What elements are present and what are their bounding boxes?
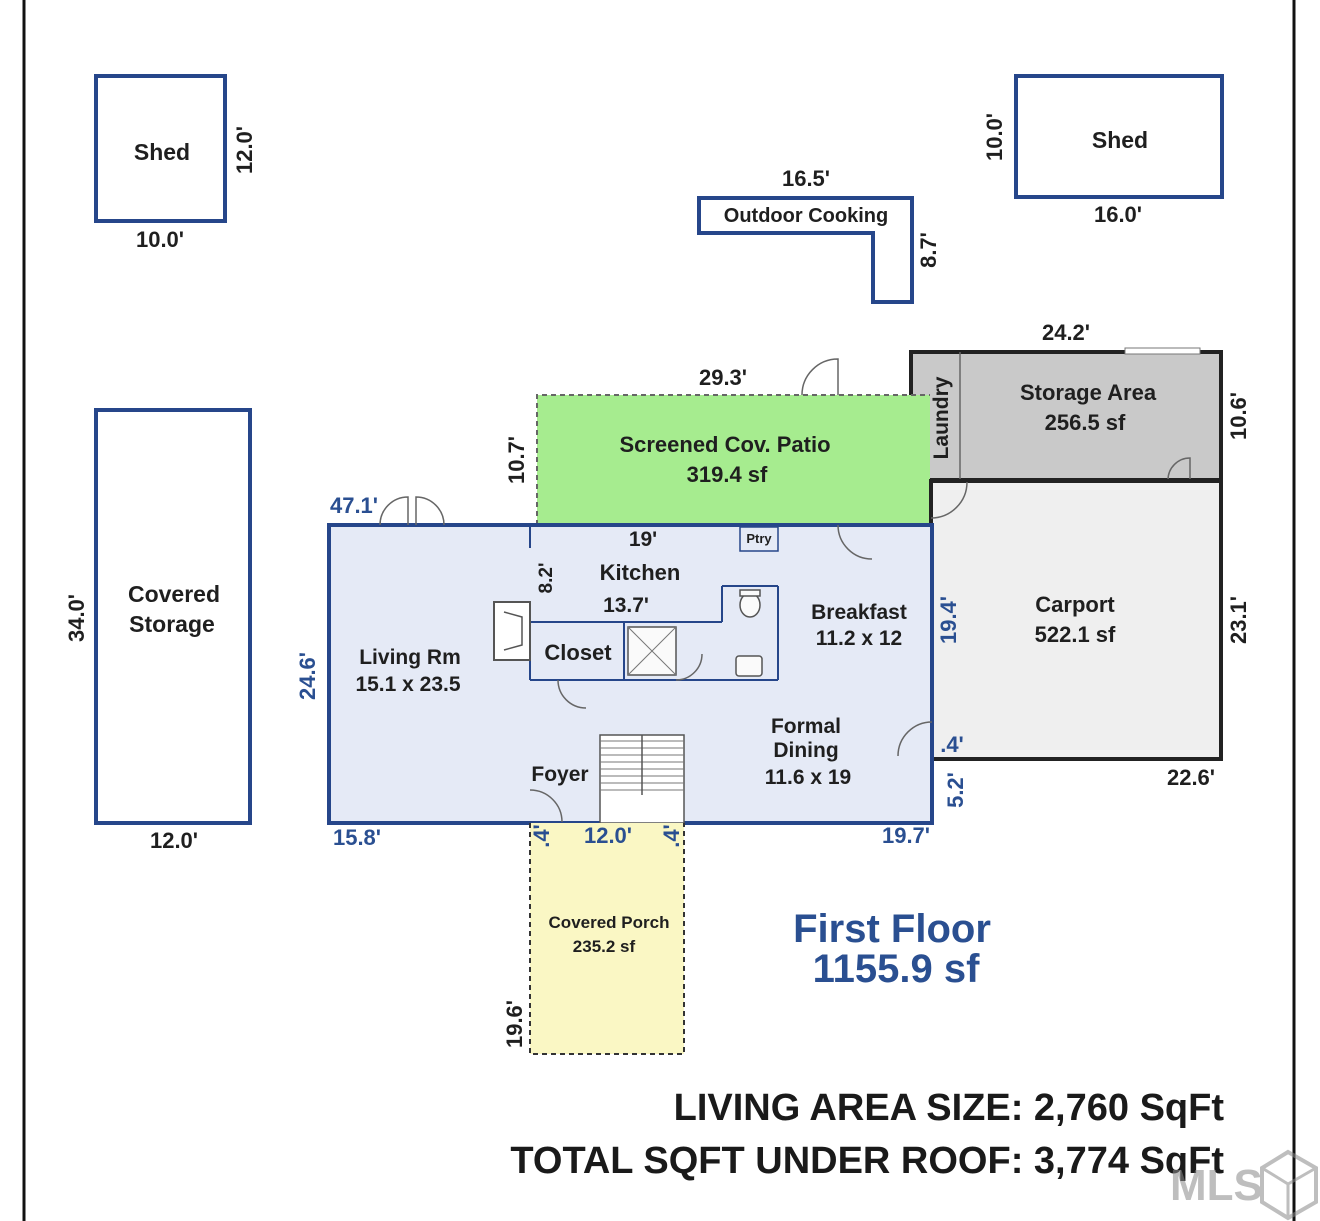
toilet-tank: [739, 589, 761, 597]
formal-dining-size: 11.6 x 19: [765, 766, 851, 789]
covered-storage: [94, 408, 252, 825]
covered-storage-label-2: Storage: [129, 611, 215, 637]
main-left-dim: 24.6': [295, 652, 320, 700]
kitchen-label: Kitchen: [600, 560, 681, 585]
shed-left-depth: 12.0': [232, 126, 257, 174]
shed-right-label: Shed: [1092, 127, 1148, 153]
laundry-label: Laundry: [930, 376, 953, 459]
covered-porch-side-left: .4': [529, 824, 554, 848]
total-roof-summary: TOTAL SQFT UNDER ROOF: 3,774 SqFt: [510, 1140, 1224, 1182]
screened-patio-label: Screened Cov. Patio: [619, 432, 830, 457]
carport-entry-door-icon: [897, 721, 933, 757]
covered-porch-sf: 235.2 sf: [573, 937, 636, 956]
living-door-right-icon: [415, 496, 445, 526]
main-right-small-dim: .4': [940, 732, 964, 757]
bath-door-icon: [675, 653, 703, 681]
shower-diag-b: [627, 626, 677, 676]
fireplace-hearth: [503, 611, 523, 651]
living-label: Living Rm: [359, 646, 461, 669]
covered-storage-depth: 34.0': [64, 594, 89, 642]
living-area-summary: LIVING AREA SIZE: 2,760 SqFt: [674, 1087, 1225, 1129]
formal-dining-label-2: Dining: [773, 739, 838, 762]
living-door-left-icon: [379, 496, 409, 526]
main-bottom-right-dim: 19.7': [882, 823, 930, 848]
shed-left-width: 10.0': [136, 227, 184, 252]
carport-sf: 522.1 sf: [1035, 622, 1116, 647]
patio-door-icon: [801, 358, 839, 396]
carport-width: 22.6': [1167, 765, 1215, 790]
storage-window: [1124, 347, 1201, 355]
covered-storage-width: 12.0': [150, 828, 198, 853]
kitchen-depth: 8.2': [536, 563, 557, 594]
covered-porch-edge: [529, 823, 685, 1055]
kitchen-width: 13.7': [603, 594, 649, 617]
carport-depth: 23.1': [1226, 596, 1251, 644]
breakfast-size: 11.2 x 12: [816, 627, 902, 650]
mls-logo-text: MLS: [1170, 1161, 1263, 1210]
shed-right: [1014, 74, 1224, 199]
floor-area: 1155.9 sf: [813, 947, 980, 991]
fireplace-icon: [493, 601, 531, 661]
foyer-label: Foyer: [531, 763, 588, 786]
outdoor-cooking-depth: 8.7': [916, 232, 941, 268]
floor-title: First Floor: [793, 907, 991, 951]
main-bottom-left-dim: 15.8': [333, 825, 381, 850]
main-top-left-dim: 47.1': [330, 493, 378, 518]
screened-patio: [537, 395, 930, 525]
screened-patio-sf: 319.4 sf: [687, 462, 768, 487]
mls-logo: MLS: [1170, 1149, 1318, 1221]
outdoor-cooking-label: Outdoor Cooking: [724, 205, 888, 227]
covered-porch: [530, 823, 684, 1054]
formal-dining-label-1: Formal: [771, 715, 841, 738]
closet-label: Closet: [544, 640, 612, 665]
carport-label: Carport: [1035, 592, 1115, 617]
main-right-lower-dim: 5.2': [943, 772, 968, 808]
outdoor-cooking-width: 16.5': [782, 166, 830, 191]
screened-patio-edge: [536, 394, 930, 525]
covered-storage-label-1: Covered: [128, 581, 220, 607]
closet-door-icon: [557, 679, 587, 709]
pantry-label: Ptry: [746, 531, 772, 546]
outdoor-cooking: [697, 196, 914, 304]
carport-door-icon: [930, 481, 968, 519]
storage-door-icon: [1167, 457, 1191, 481]
storage-area-label: Storage Area: [1020, 380, 1157, 405]
foyer-door-icon: [529, 789, 563, 823]
storage-area-width: 24.2': [1042, 320, 1090, 345]
living-size: 15.1 x 23.5: [355, 673, 460, 696]
covered-porch-label: Covered Porch: [549, 913, 670, 932]
breakfast-door-icon: [837, 524, 873, 560]
mls-cube-edge: [1261, 1166, 1317, 1186]
screened-patio-width: 29.3': [699, 365, 747, 390]
carport: [929, 479, 1223, 761]
storage-area-sf: 256.5 sf: [1045, 410, 1126, 435]
covered-porch-depth: 19.6': [502, 1000, 527, 1048]
storage-area: [909, 350, 1223, 482]
shed-right-width: 16.0': [1094, 202, 1142, 227]
storage-area-depth: 10.6': [1226, 392, 1251, 440]
screened-patio-depth: 10.7': [504, 436, 529, 484]
sink-icon: [735, 655, 763, 677]
covered-porch-side-right: .4': [659, 824, 684, 848]
covered-porch-width: 12.0': [584, 823, 632, 848]
kitchen-top-dim: 19': [629, 528, 657, 551]
shed-right-depth: 10.0': [982, 113, 1007, 161]
main-right-upper-dim: 19.4': [936, 596, 961, 644]
shed-left-label: Shed: [134, 139, 190, 165]
shed-left: [94, 74, 227, 223]
breakfast-label: Breakfast: [811, 601, 907, 624]
pantry: [739, 526, 779, 552]
